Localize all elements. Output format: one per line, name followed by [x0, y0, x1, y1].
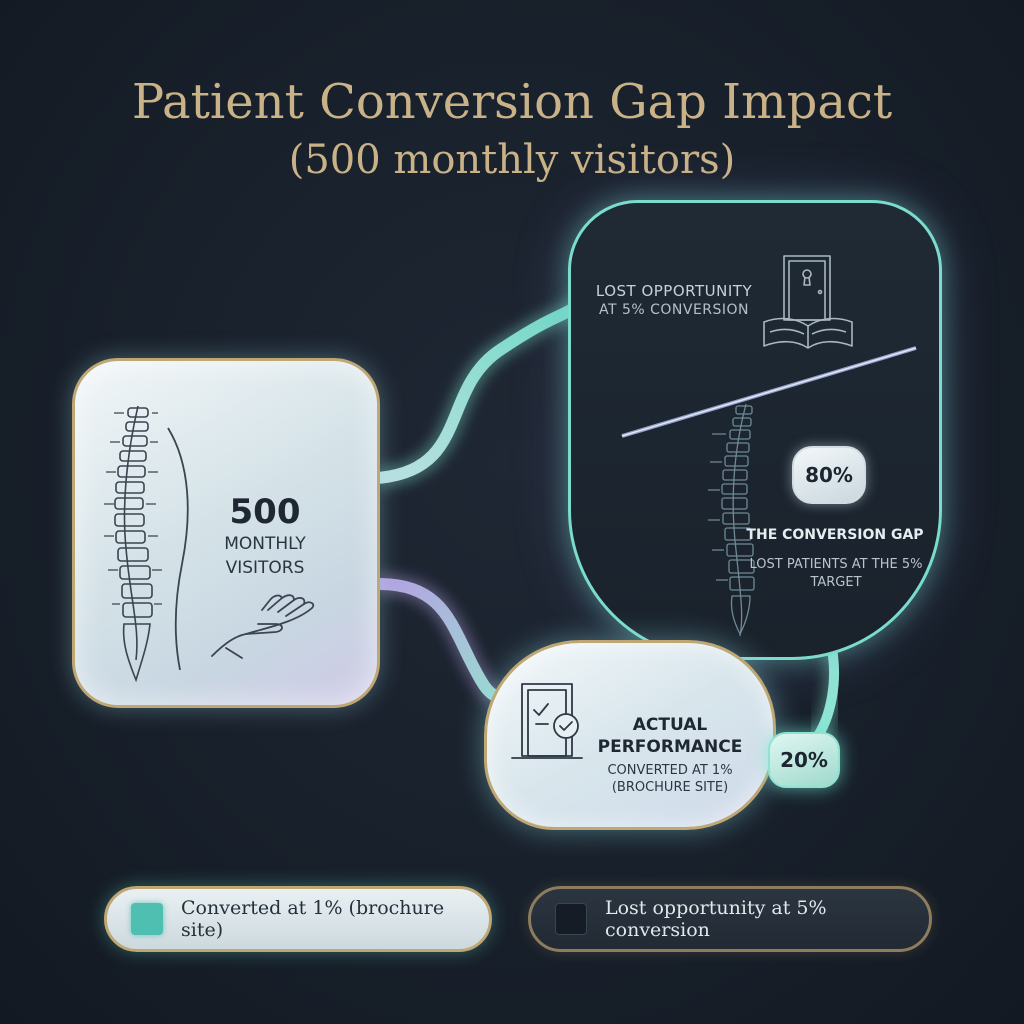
diagram-title: Patient Conversion Gap Impact — [131, 74, 893, 130]
lost-opportunity-subtitle: AT 5% CONVERSION — [598, 302, 750, 318]
legend-label-lost: Lost opportunity at 5% conversion — [605, 897, 827, 941]
visitors-label: MONTHLY VISITORS — [224, 534, 306, 578]
door-book-icon — [763, 255, 853, 349]
diagram-subtitle: (500 monthly visitors) — [288, 137, 736, 183]
body-outline-icon — [167, 427, 189, 671]
legend-swatch-lost — [555, 903, 587, 935]
conversion-gap-percent: 80% — [792, 446, 866, 504]
connector-to-lost-core — [372, 294, 591, 484]
visitors-card — [72, 358, 380, 708]
door-check-icon — [511, 683, 583, 759]
conversion-gap-subtitle: LOST PATIENTS AT THE 5% TARGET — [749, 557, 923, 590]
spine-icon — [104, 405, 162, 683]
lost-opportunity-title: LOST OPPORTUNITY — [595, 282, 753, 300]
lost-opportunity-capsule — [568, 200, 942, 660]
actual-performance-title: ACTUAL PERFORMANCE — [597, 715, 743, 757]
legend-swatch-converted — [131, 903, 163, 935]
spine-icon-small — [708, 403, 755, 637]
legend-item-lost: Lost opportunity at 5% conversion — [528, 886, 932, 952]
legend-item-converted: Converted at 1% (brochure site) — [104, 886, 492, 952]
actual-performance-subtitle: CONVERTED AT 1% (BROCHURE SITE) — [607, 763, 733, 795]
connector-to-actual-core — [372, 578, 506, 706]
actual-performance-percent: 20% — [768, 732, 840, 788]
visitors-value: 500 — [229, 492, 301, 532]
legend-label-converted: Converted at 1% (brochure site) — [181, 897, 445, 941]
open-hand-icon — [211, 594, 315, 659]
conversion-gap-title: THE CONVERSION GAP — [746, 527, 924, 543]
